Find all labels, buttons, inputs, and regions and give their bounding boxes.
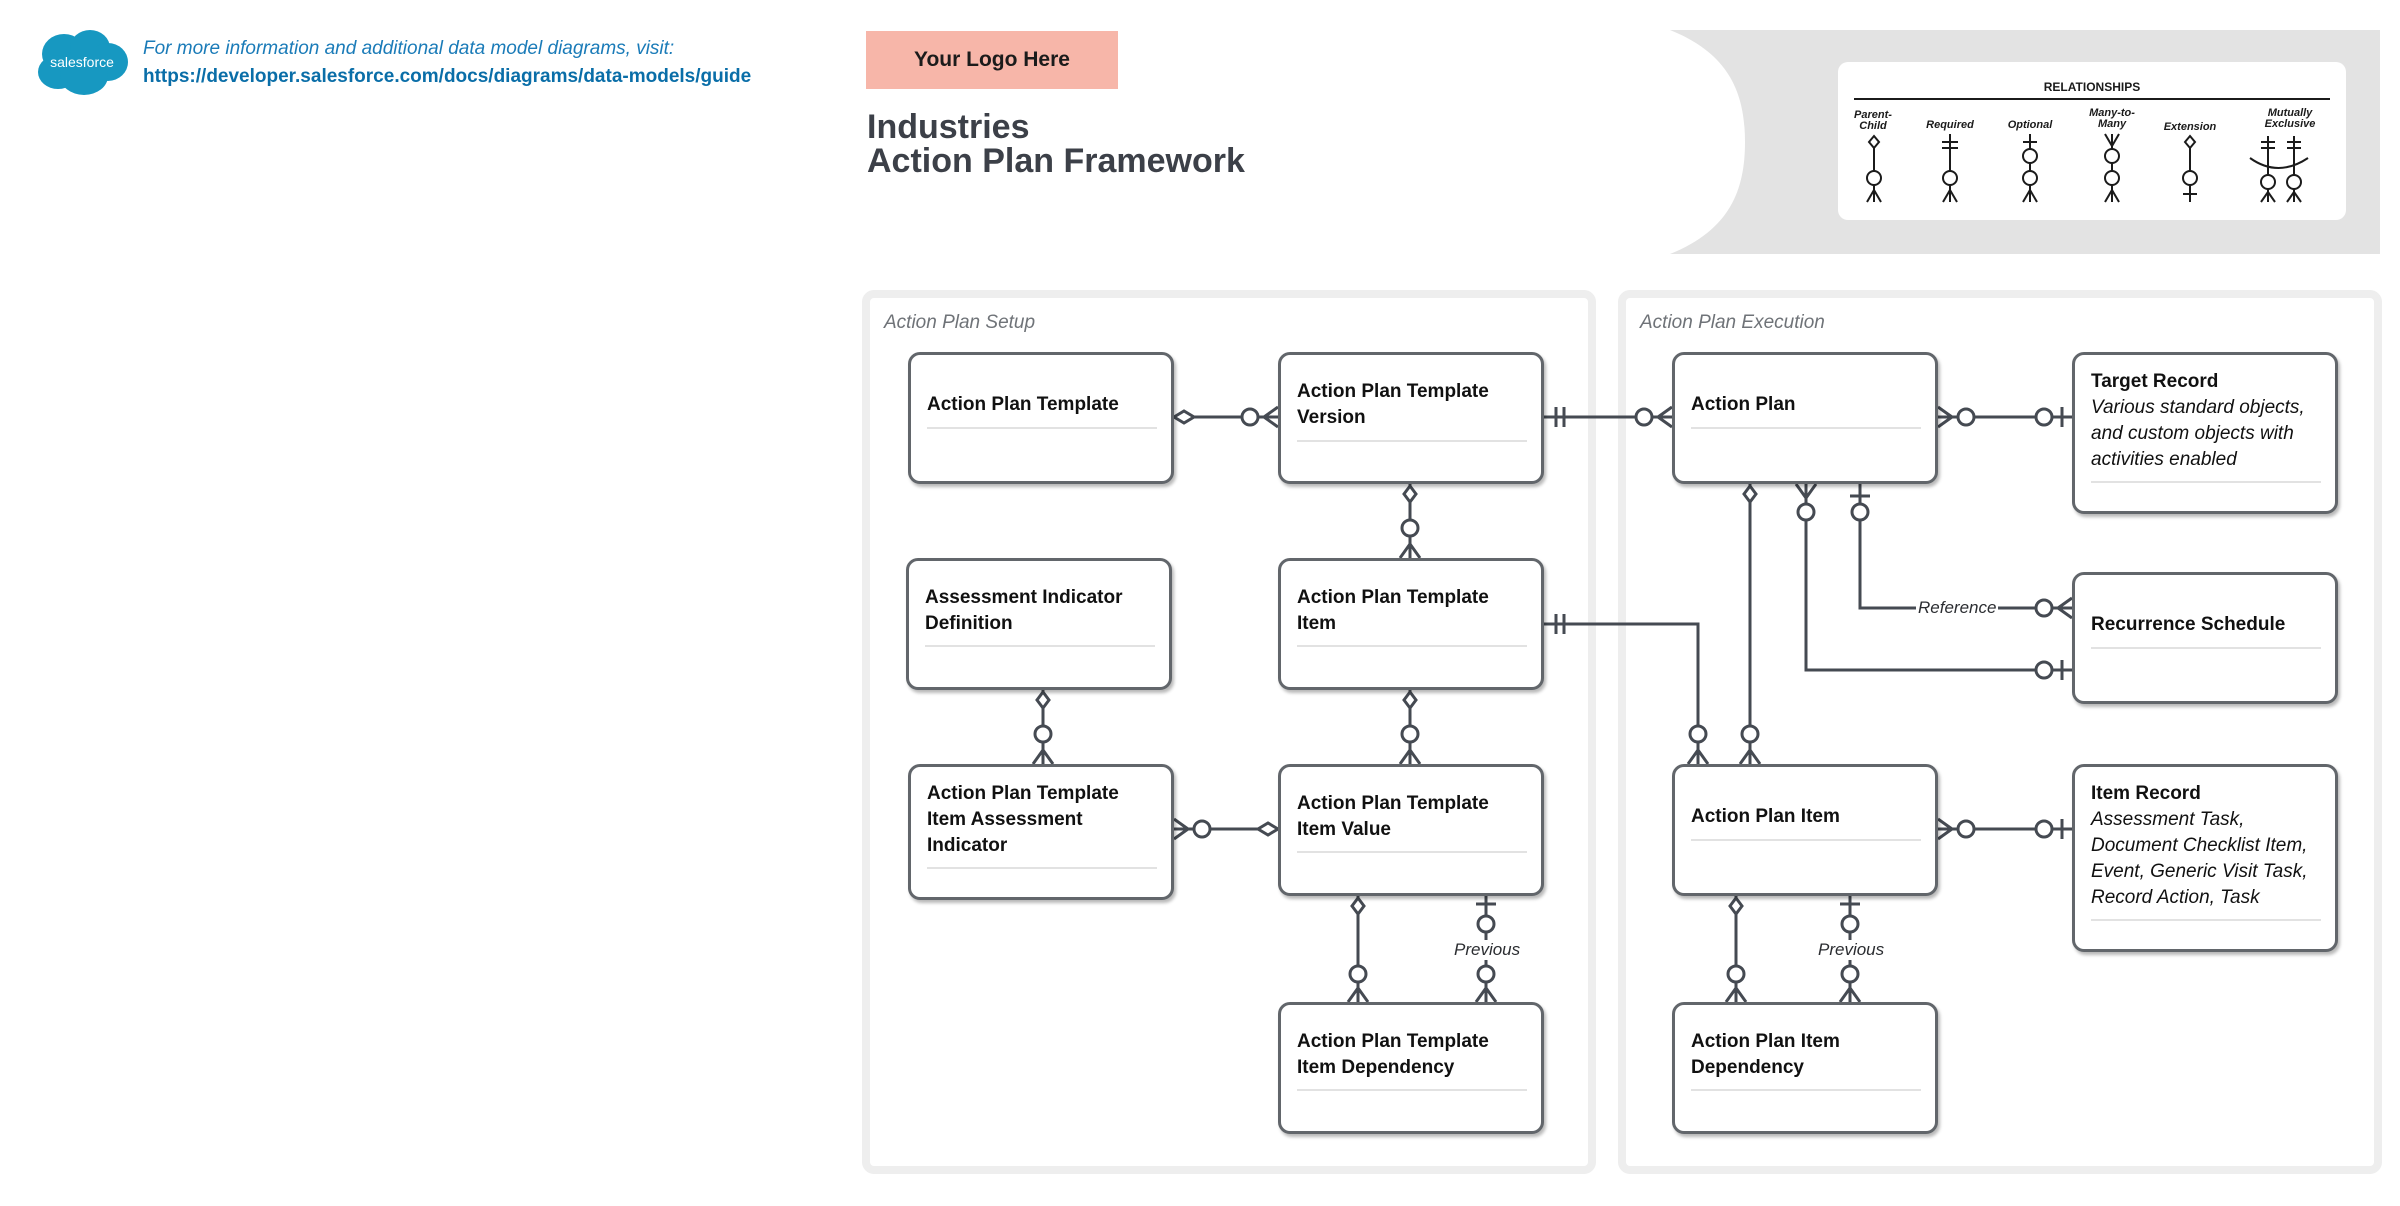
page-title-line2: Action Plan Framework xyxy=(867,142,1245,180)
salesforce-wordmark: salesforce xyxy=(50,54,114,70)
entity-name: Action Plan Template Version xyxy=(1297,381,1489,428)
entity-action-plan-template-item-assessment-indicator[interactable]: Action Plan Template Item Assessment Ind… xyxy=(908,764,1174,900)
legend-symbols xyxy=(1854,98,2330,203)
entity-action-plan-template-item[interactable]: Action Plan Template Item xyxy=(1278,558,1544,690)
many-to-many-icon xyxy=(2104,133,2120,203)
entity-name: Action Plan Item Dependency xyxy=(1691,1031,1840,1078)
entity-divider xyxy=(1691,427,1921,429)
entity-divider xyxy=(1691,1089,1921,1091)
entity-divider xyxy=(925,645,1155,647)
optional-icon xyxy=(2022,134,2038,203)
entity-divider xyxy=(927,867,1157,869)
entity-divider xyxy=(1297,1089,1527,1091)
entity-description: Assessment Task, Document Checklist Item… xyxy=(2091,809,2308,908)
entity-action-plan-item-dependency[interactable]: Action Plan Item Dependency xyxy=(1672,1002,1938,1134)
entity-action-plan[interactable]: Action Plan xyxy=(1672,352,1938,484)
extension-icon xyxy=(2182,134,2198,202)
entity-action-plan-template[interactable]: Action Plan Template xyxy=(908,352,1174,484)
previous-label-setup: Previous xyxy=(1452,940,1523,960)
entity-divider xyxy=(1297,645,1527,647)
entity-action-plan-template-item-dependency[interactable]: Action Plan Template Item Dependency xyxy=(1278,1002,1544,1134)
setup-panel-title: Action Plan Setup xyxy=(884,312,1036,333)
mutually-exclusive-icon xyxy=(2249,136,2309,203)
execution-panel-title: Action Plan Execution xyxy=(1640,312,1825,333)
entity-divider xyxy=(1297,851,1527,853)
entity-item-record[interactable]: Item Record Assessment Task, Document Ch… xyxy=(2072,764,2338,952)
legend-label-required: Required xyxy=(1926,119,1974,131)
page-title-line1: Industries xyxy=(867,108,1030,146)
legend-label-many-to-many: Many-to-Many xyxy=(2089,107,2135,130)
entity-action-plan-item[interactable]: Action Plan Item xyxy=(1672,764,1938,896)
info-text: For more information and additional data… xyxy=(143,38,675,59)
entity-divider xyxy=(2091,481,2321,483)
required-icon xyxy=(1942,134,1958,203)
entity-description: Various standard objects, and custom obj… xyxy=(2091,397,2305,470)
entity-name: Action Plan xyxy=(1691,394,1796,415)
entity-action-plan-template-version[interactable]: Action Plan Template Version xyxy=(1278,352,1544,484)
entity-name: Target Record xyxy=(2091,371,2219,392)
entity-assessment-indicator-definition[interactable]: Assessment Indicator Definition xyxy=(906,558,1172,690)
entity-action-plan-template-item-value[interactable]: Action Plan Template Item Value xyxy=(1278,764,1544,896)
legend-label-optional: Optional xyxy=(2007,119,2053,131)
entity-name: Action Plan Template Item Assessment Ind… xyxy=(927,783,1119,856)
parent-child-icon xyxy=(1866,134,1882,203)
legend-label-parent-child: Parent-Child xyxy=(1854,109,1892,132)
entity-divider xyxy=(1691,839,1921,841)
entity-divider xyxy=(2091,919,2321,921)
entity-name: Action Plan Template Item Dependency xyxy=(1297,1031,1489,1078)
entity-name: Action Plan Template Item xyxy=(1297,587,1489,634)
legend-label-extension: Extension xyxy=(2163,121,2217,133)
entity-target-record[interactable]: Target Record Various standard objects, … xyxy=(2072,352,2338,514)
entity-recurrence-schedule[interactable]: Recurrence Schedule xyxy=(2072,572,2338,704)
entity-name: Item Record xyxy=(2091,783,2201,804)
entity-divider xyxy=(2091,647,2321,649)
entity-name: Action Plan Template Item Value xyxy=(1297,793,1489,840)
reference-label: Reference xyxy=(1916,598,1999,618)
salesforce-logo: salesforce xyxy=(38,30,128,95)
info-url-link[interactable]: https://developer.salesforce.com/docs/di… xyxy=(143,66,752,87)
logo-placeholder: Your Logo Here xyxy=(866,31,1118,89)
entity-name: Assessment Indicator Definition xyxy=(925,587,1123,634)
entity-divider xyxy=(1297,440,1527,442)
entity-name: Action Plan Item xyxy=(1691,806,1840,827)
legend-heading: RELATIONSHIPS xyxy=(2043,80,2141,94)
entity-name: Action Plan Template xyxy=(927,394,1119,415)
entity-divider xyxy=(927,427,1157,429)
previous-label-execution: Previous xyxy=(1816,940,1887,960)
entity-name: Recurrence Schedule xyxy=(2091,614,2286,635)
